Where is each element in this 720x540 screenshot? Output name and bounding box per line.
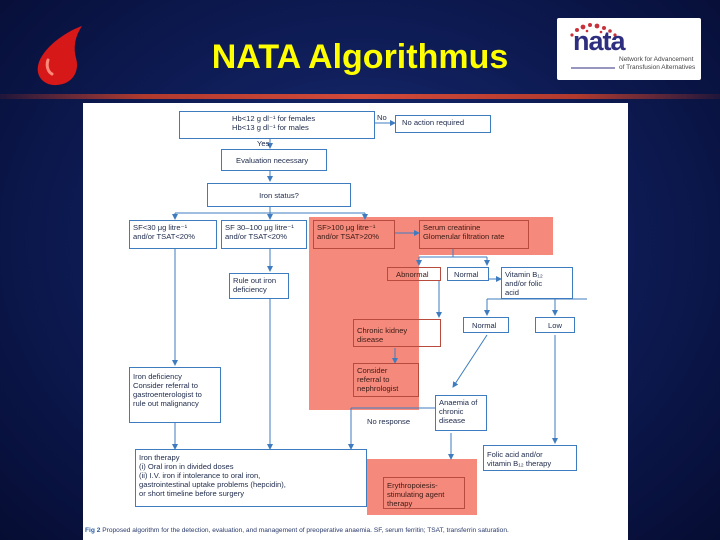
sf-high-box: SF>100 μg litre⁻¹ and/or TSAT>20%	[313, 220, 395, 249]
nata-wordmark: nata	[573, 26, 626, 56]
anaemia-chronic-box: Anaemia of chronic disease	[435, 395, 487, 431]
evaluation-box: Evaluation necessary	[221, 149, 327, 171]
low-box: Low	[535, 317, 575, 333]
abnormal-box: Abnormal	[387, 267, 441, 281]
creatinine-box: Serum creatinine Glomerular filtration r…	[419, 220, 529, 249]
highlight-region-esa	[367, 459, 477, 515]
no-label: No	[377, 113, 387, 122]
vitamin-b12-box: Vitamin B₁₂ and/or folic acid	[501, 267, 573, 299]
no-action-box: No action required	[395, 115, 491, 133]
title-divider	[0, 94, 720, 99]
slide-title: NATA Algorithmus	[211, 38, 509, 76]
normal-box-1: Normal	[447, 267, 489, 281]
algorithm-figure: Hb<12 g dl⁻¹ for females Hb<13 g dl⁻¹ fo…	[83, 103, 628, 540]
figure-caption-text: Proposed algorithm for the detection, ev…	[102, 527, 509, 534]
folic-acid-box: Folic acid and/or vitamin B₁₂ therapy	[483, 445, 577, 471]
figure-caption-label: Fig 2	[85, 527, 101, 534]
no-response-label: No response	[367, 417, 411, 426]
esa-box: Erythropoiesis- stimulating agent therap…	[383, 477, 465, 509]
yes-label: Yes	[257, 139, 270, 148]
sf-mid-box: SF 30–100 μg litre⁻¹ and/or TSAT<20%	[221, 220, 307, 249]
sf-low-box: SF<30 μg litre⁻¹ and/or TSAT<20%	[129, 220, 217, 249]
iron-status-box: Iron status?	[207, 183, 351, 207]
blood-drop-icon	[37, 26, 82, 86]
figure-caption: Fig 2 Proposed algorithm for the detecti…	[85, 527, 628, 534]
nephrologist-box: Consider referral to nephrologist	[353, 363, 419, 397]
nata-dots-icon	[570, 23, 617, 69]
hb-threshold-box: Hb<12 g dl⁻¹ for females Hb<13 g dl⁻¹ fo…	[179, 111, 375, 139]
ckd-box: Chronic kidney disease	[353, 319, 441, 347]
normal-box-2: Normal	[463, 317, 509, 333]
rule-out-box: Rule out iron deficiency	[229, 273, 289, 299]
iron-deficiency-box: Iron deficiency Consider referral to gas…	[129, 367, 221, 423]
iron-therapy-box: Iron therapy (i) Oral iron in divided do…	[135, 449, 367, 507]
nata-subtitle: Network for Advancement of Transfusion A…	[619, 56, 696, 71]
nata-logo: nata Network for Advancement of Transfus…	[557, 18, 701, 80]
